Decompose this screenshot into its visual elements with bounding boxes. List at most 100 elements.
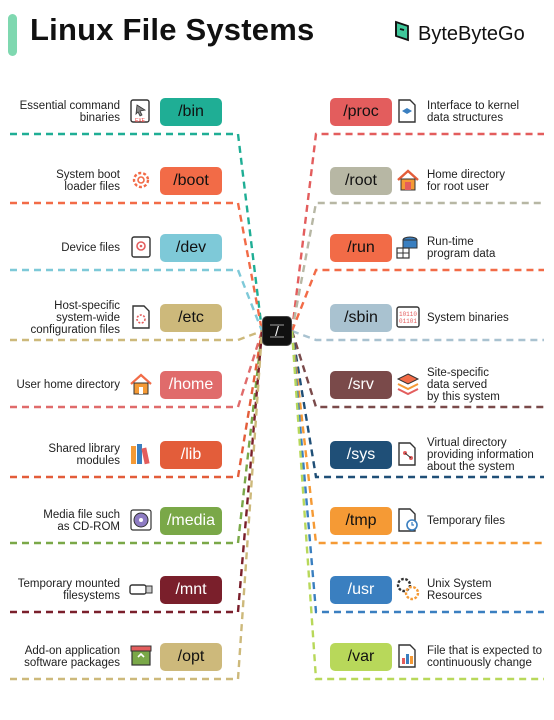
dir-node-sys[interactable]: /sys: [330, 441, 392, 469]
desc-line: continuously change: [427, 657, 532, 669]
desc-line: about the system: [427, 461, 515, 473]
dir-node-run[interactable]: /run: [330, 234, 392, 262]
desc-sbin: System binaries: [427, 312, 551, 324]
connector-media: [10, 330, 264, 545]
connector-dev: [10, 268, 264, 332]
connector-usr: [290, 330, 544, 614]
desc-line: Device files: [61, 242, 120, 254]
desc-line: System binaries: [427, 312, 509, 324]
title-accent-bar: [8, 14, 17, 56]
dir-node-media[interactable]: /media: [160, 507, 222, 535]
desc-line: loader files: [64, 181, 120, 193]
root-house-icon: [395, 167, 421, 193]
desc-line: Media file such: [43, 509, 120, 521]
desc-line: filesystems: [63, 590, 120, 602]
desc-line: binaries: [79, 112, 120, 124]
kernel-file-icon: [395, 98, 421, 124]
connector-tmp: [290, 330, 544, 545]
config-file-icon: [128, 304, 154, 330]
connector-bin: [10, 132, 264, 332]
desc-line: by this system: [427, 391, 500, 403]
desc-line: as CD-ROM: [57, 521, 120, 533]
desc-line: data served: [427, 379, 488, 391]
desc-line: Interface to kernel: [427, 100, 520, 112]
desc-line: File that is expected to: [427, 645, 543, 657]
desc-line: Essential command: [19, 100, 120, 112]
usb-drive-icon: [128, 576, 154, 602]
gears-icon: [395, 576, 421, 602]
page-title: Linux File Systems: [30, 12, 315, 47]
dir-node-boot[interactable]: /boot: [160, 167, 222, 195]
desc-line: system-wide: [56, 312, 120, 324]
executable-icon: EXE: [128, 98, 154, 124]
desc-line: Add-on application: [24, 645, 120, 657]
dir-node-mnt[interactable]: /mnt: [160, 576, 222, 604]
desc-line: for root user: [427, 181, 489, 193]
desc-line: Virtual directory: [427, 437, 507, 449]
connector-proc: [290, 132, 544, 332]
root-hub-icon: /: [262, 316, 292, 346]
desc-line: User home directory: [16, 379, 120, 391]
svg-text:EXE: EXE: [135, 118, 146, 124]
connector-sbin: [291, 329, 544, 342]
desc-line: Run-time: [427, 236, 474, 248]
dir-node-etc[interactable]: /etc: [160, 304, 222, 332]
connector-etc: [10, 329, 263, 342]
device-icon: [128, 234, 154, 260]
desc-line: Site-specific: [427, 367, 489, 379]
dir-node-lib[interactable]: /lib: [160, 441, 222, 469]
connector-run: [290, 268, 544, 332]
desc-line: configuration files: [30, 324, 121, 336]
desc-home: User home directory: [4, 379, 120, 391]
desc-line: modules: [76, 455, 120, 467]
svg-text:/: /: [275, 323, 279, 339]
dir-node-var[interactable]: /var: [330, 643, 392, 671]
desc-tmp: Temporary files: [427, 515, 551, 527]
connector-root: [290, 201, 544, 332]
svg-text:10110: 10110: [399, 311, 417, 318]
desc-line: program data: [427, 248, 496, 260]
desc-line: providing information: [427, 449, 534, 461]
connector-lib: [10, 330, 264, 479]
svg-text:01101: 01101: [399, 318, 417, 325]
dir-node-dev[interactable]: /dev: [160, 234, 222, 262]
dir-node-proc[interactable]: /proc: [330, 98, 392, 126]
dir-node-srv[interactable]: /srv: [330, 371, 392, 399]
desc-line: Temporary mounted: [17, 578, 120, 590]
desc-line: Temporary files: [427, 515, 505, 527]
desc-line: Unix System: [427, 578, 492, 590]
dir-node-tmp[interactable]: /tmp: [330, 507, 392, 535]
dir-node-root[interactable]: /root: [330, 167, 392, 195]
desc-line: Shared library: [48, 443, 120, 455]
dir-node-opt[interactable]: /opt: [160, 643, 222, 671]
dir-node-home[interactable]: /home: [160, 371, 222, 399]
dir-node-sbin[interactable]: /sbin: [330, 304, 392, 332]
dir-node-usr[interactable]: /usr: [330, 576, 392, 604]
dir-node-bin[interactable]: /bin: [160, 98, 222, 126]
connector-home: [10, 330, 264, 409]
brand-name: ByteByteGo: [418, 23, 525, 45]
desc-line: Resources: [427, 590, 482, 602]
package-icon: [128, 643, 154, 669]
desc-line: Host-specific: [54, 300, 120, 312]
database-icon: [395, 234, 421, 260]
bytebytego-logo-icon: [392, 20, 412, 49]
connector-srv: [290, 330, 544, 409]
desc-dev: Device files: [4, 242, 120, 254]
books-icon: [128, 441, 154, 467]
